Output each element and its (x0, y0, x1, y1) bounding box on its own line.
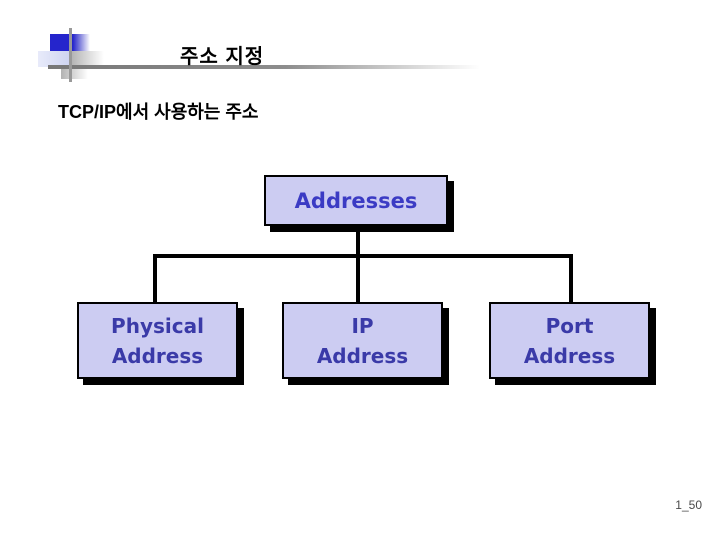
logo-gray-gradient (72, 51, 104, 67)
diagram-box-ip-address: IP Address (282, 302, 443, 379)
logo-shadow-smudge (61, 69, 88, 79)
connector-horizontal (153, 254, 573, 258)
connector-vertical-center (356, 226, 360, 302)
diagram-box-addresses-label: Addresses (294, 188, 418, 213)
diagram-box-physical-line2: Address (111, 343, 204, 368)
diagram-box-physical-address: Physical Address (77, 302, 238, 379)
diagram-box-port-line1: Port (545, 313, 594, 338)
diagram-box-addresses: Addresses (264, 175, 448, 226)
diagram-box-ip-line1: IP (351, 313, 374, 338)
diagram-box-ip-line2: Address (316, 343, 409, 368)
logo-light-square (38, 51, 72, 67)
header-divider-line (48, 65, 480, 69)
diagram-box-port-address: Port Address (489, 302, 650, 379)
diagram-box-port-line2: Address (523, 343, 616, 368)
slide-title: 주소 지정 (180, 46, 265, 68)
page-number: 1_50 (675, 498, 702, 512)
diagram-box-physical-line1: Physical (111, 313, 204, 338)
logo-vertical-line (69, 28, 72, 82)
connector-vertical-right (569, 254, 573, 302)
connector-vertical-left (153, 254, 157, 302)
slide-subtitle: TCP/IP에서 사용하는 주소 (58, 102, 259, 122)
